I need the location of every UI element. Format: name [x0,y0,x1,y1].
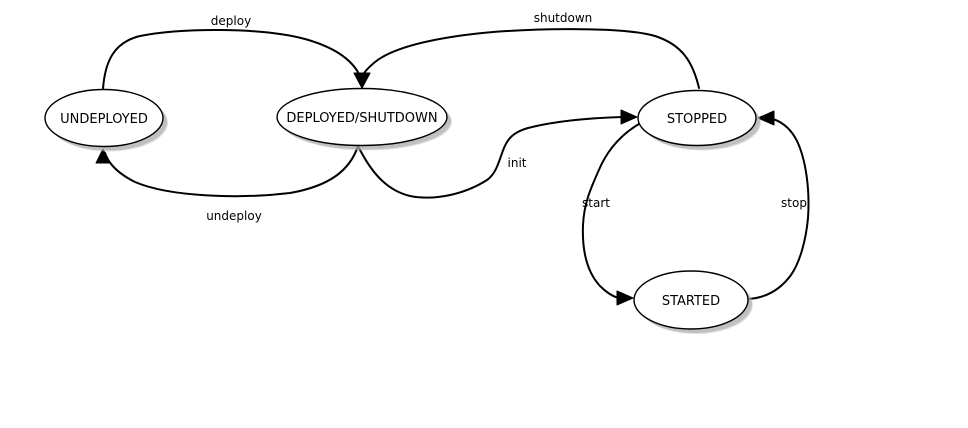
state-started: STARTED [633,270,753,334]
state-deployed-shutdown: DEPLOYED/SHUTDOWN [276,87,452,151]
start-arrowhead-icon [616,290,634,306]
undeploy-label: undeploy [206,209,262,223]
stop-label: stop [781,196,807,210]
init-arrowhead-icon [620,109,638,125]
init-edge [357,116,623,199]
transition-init: init [357,109,638,199]
state-stopped: STOPPED [637,89,761,151]
undeploy-arrowhead-icon [95,148,111,164]
deployed-shutdown-label: DEPLOYED/SHUTDOWN [286,111,437,126]
shutdown-edge [362,28,700,89]
transition-start: start [581,123,640,306]
transition-deploy: deploy [102,14,371,90]
shutdown-label: shutdown [534,11,593,25]
transition-undeploy: undeploy [95,145,359,223]
stop-arrowhead-icon [757,110,775,126]
deploy-edge [102,28,360,90]
deployed-shutdown-ellipse [276,87,448,147]
shutdown-arrowhead-icon [353,72,371,89]
init-label: init [508,156,527,170]
stopped-label: STOPPED [667,112,727,127]
stop-edge [747,118,810,300]
stopped-ellipse [637,89,757,147]
started-ellipse [633,270,749,330]
deploy-label: deploy [211,14,251,28]
transition-shutdown: shutdown [353,11,700,89]
start-edge [581,123,640,299]
state-undeployed: UNDEPLOYED [44,88,168,152]
undeployed-ellipse [44,88,164,148]
started-label: STARTED [662,294,720,309]
undeployed-label: UNDEPLOYED [60,112,148,127]
transition-stop: stop [747,110,810,300]
undeploy-edge [104,145,359,198]
start-label: start [582,196,610,210]
